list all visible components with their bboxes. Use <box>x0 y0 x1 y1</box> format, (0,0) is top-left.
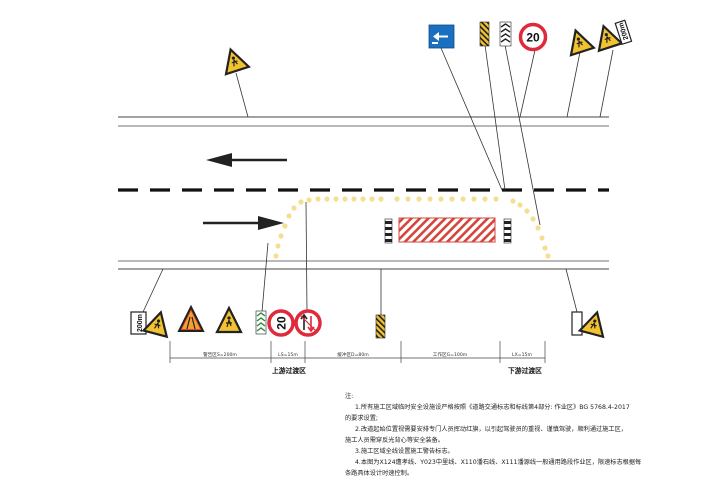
traffic-cones <box>273 196 551 259</box>
no-overtaking-sign <box>294 309 322 337</box>
traffic-cone <box>360 196 366 202</box>
traffic-cone <box>545 253 551 259</box>
note-2-cont: 施工人员需穿反光背心等安全装备。 <box>345 437 444 444</box>
construction-warning-sign-200m: 200m <box>130 310 169 339</box>
traffic-cone <box>275 243 281 249</box>
road-narrows-sign <box>177 304 205 332</box>
traffic-cone <box>535 225 541 231</box>
lane-arrow-right <box>203 216 284 230</box>
traffic-cone <box>438 196 444 202</box>
road <box>118 116 609 270</box>
zone-label-warning: 警告区S=200m <box>203 351 237 358</box>
zone-label-work: 工作区G=100m <box>433 351 468 358</box>
construction-warning-sign-200m: 200m <box>597 19 633 53</box>
traffic-cone <box>524 208 530 214</box>
traffic-cone <box>471 196 477 202</box>
construction-warning-sign-right <box>571 310 605 339</box>
note-2: 2.改道起始位置视需要安排专门人员挥动红旗，以引起驾驶员的重视、谨慎驾驶，顺利通… <box>355 426 627 433</box>
barrier-marker-right <box>503 218 512 244</box>
speed-limit-value: 20 <box>526 31 540 45</box>
notes-block: 注: 1.所有施工区域临时安全设施设严格按照《道路交通标志和标线第4部分: 作业… <box>345 391 705 479</box>
traffic-cone <box>298 199 304 205</box>
traffic-cone <box>315 196 321 202</box>
hazard-marker-right <box>375 314 386 339</box>
traffic-cone <box>378 196 384 202</box>
zone-label-buffer: 缓冲区D=80m <box>337 351 369 358</box>
traffic-cone <box>286 213 292 219</box>
traffic-cone <box>460 196 466 202</box>
zone-label-upstream-taper: LS=15m <box>278 352 298 358</box>
zone-label-downstream-taper: LX=15m <box>512 352 532 358</box>
traffic-cone <box>291 205 297 211</box>
speed-limit-sign: 20 <box>267 309 295 337</box>
traffic-cone <box>517 202 523 208</box>
work-area-hatched <box>398 217 496 243</box>
hazard-marker-left <box>479 21 490 47</box>
traffic-cone <box>351 196 357 202</box>
construction-warning-sign <box>224 47 251 76</box>
note-4: 4.本图为X124遭孝线、Y023中里线、X110潘石线、X111潘源线一般通用… <box>355 459 642 466</box>
traffic-cone <box>333 196 339 202</box>
caption-downstream-transition: 下游过渡区 <box>508 366 542 375</box>
note-1: 1.所有施工区域临时安全设施设严格按照《道路交通标志和标线第4部分: 作业区》B… <box>355 404 630 411</box>
speed-limit-value: 20 <box>275 316 289 330</box>
dimension-lines <box>169 341 546 363</box>
construction-warning-sign <box>215 305 243 334</box>
traffic-cone <box>278 233 284 239</box>
traffic-cone <box>416 196 422 202</box>
notes-title: 注: <box>345 393 354 400</box>
traffic-cone <box>324 196 330 202</box>
lane-arrow-left <box>206 153 287 167</box>
traffic-cone <box>542 245 548 251</box>
traffic-cone <box>394 196 400 202</box>
note-3: 3.施工区域全线设置施工警告标志。 <box>355 448 454 455</box>
traffic-cone <box>539 235 545 241</box>
traffic-cone <box>427 196 433 202</box>
traffic-cone <box>510 198 516 204</box>
traffic-cone <box>306 197 312 203</box>
traffic-cone <box>482 196 488 202</box>
traffic-cone <box>273 253 279 259</box>
hazard-marker-chevron <box>255 310 267 335</box>
barrier-marker-left <box>384 218 393 244</box>
sign-leader-lines <box>142 44 614 315</box>
speed-limit-sign: 20 <box>518 22 548 52</box>
traffic-cone <box>449 196 455 202</box>
distance-plate-text: 200m <box>137 314 144 332</box>
note-4-cont: 条路具体设计时速控制。 <box>345 470 414 477</box>
traffic-cone <box>282 223 288 229</box>
construction-warning-sign <box>569 28 596 57</box>
traffic-cone <box>405 196 411 202</box>
note-1-cont: 的要求设置; <box>345 415 379 422</box>
keep-left-direction-sign <box>428 24 455 49</box>
traffic-cone <box>493 196 499 202</box>
traffic-cone <box>530 216 536 222</box>
caption-upstream-transition: 上游过渡区 <box>272 366 306 375</box>
traffic-cone <box>369 196 375 202</box>
hazard-marker-chevron <box>499 21 512 47</box>
traffic-cone <box>342 196 348 202</box>
